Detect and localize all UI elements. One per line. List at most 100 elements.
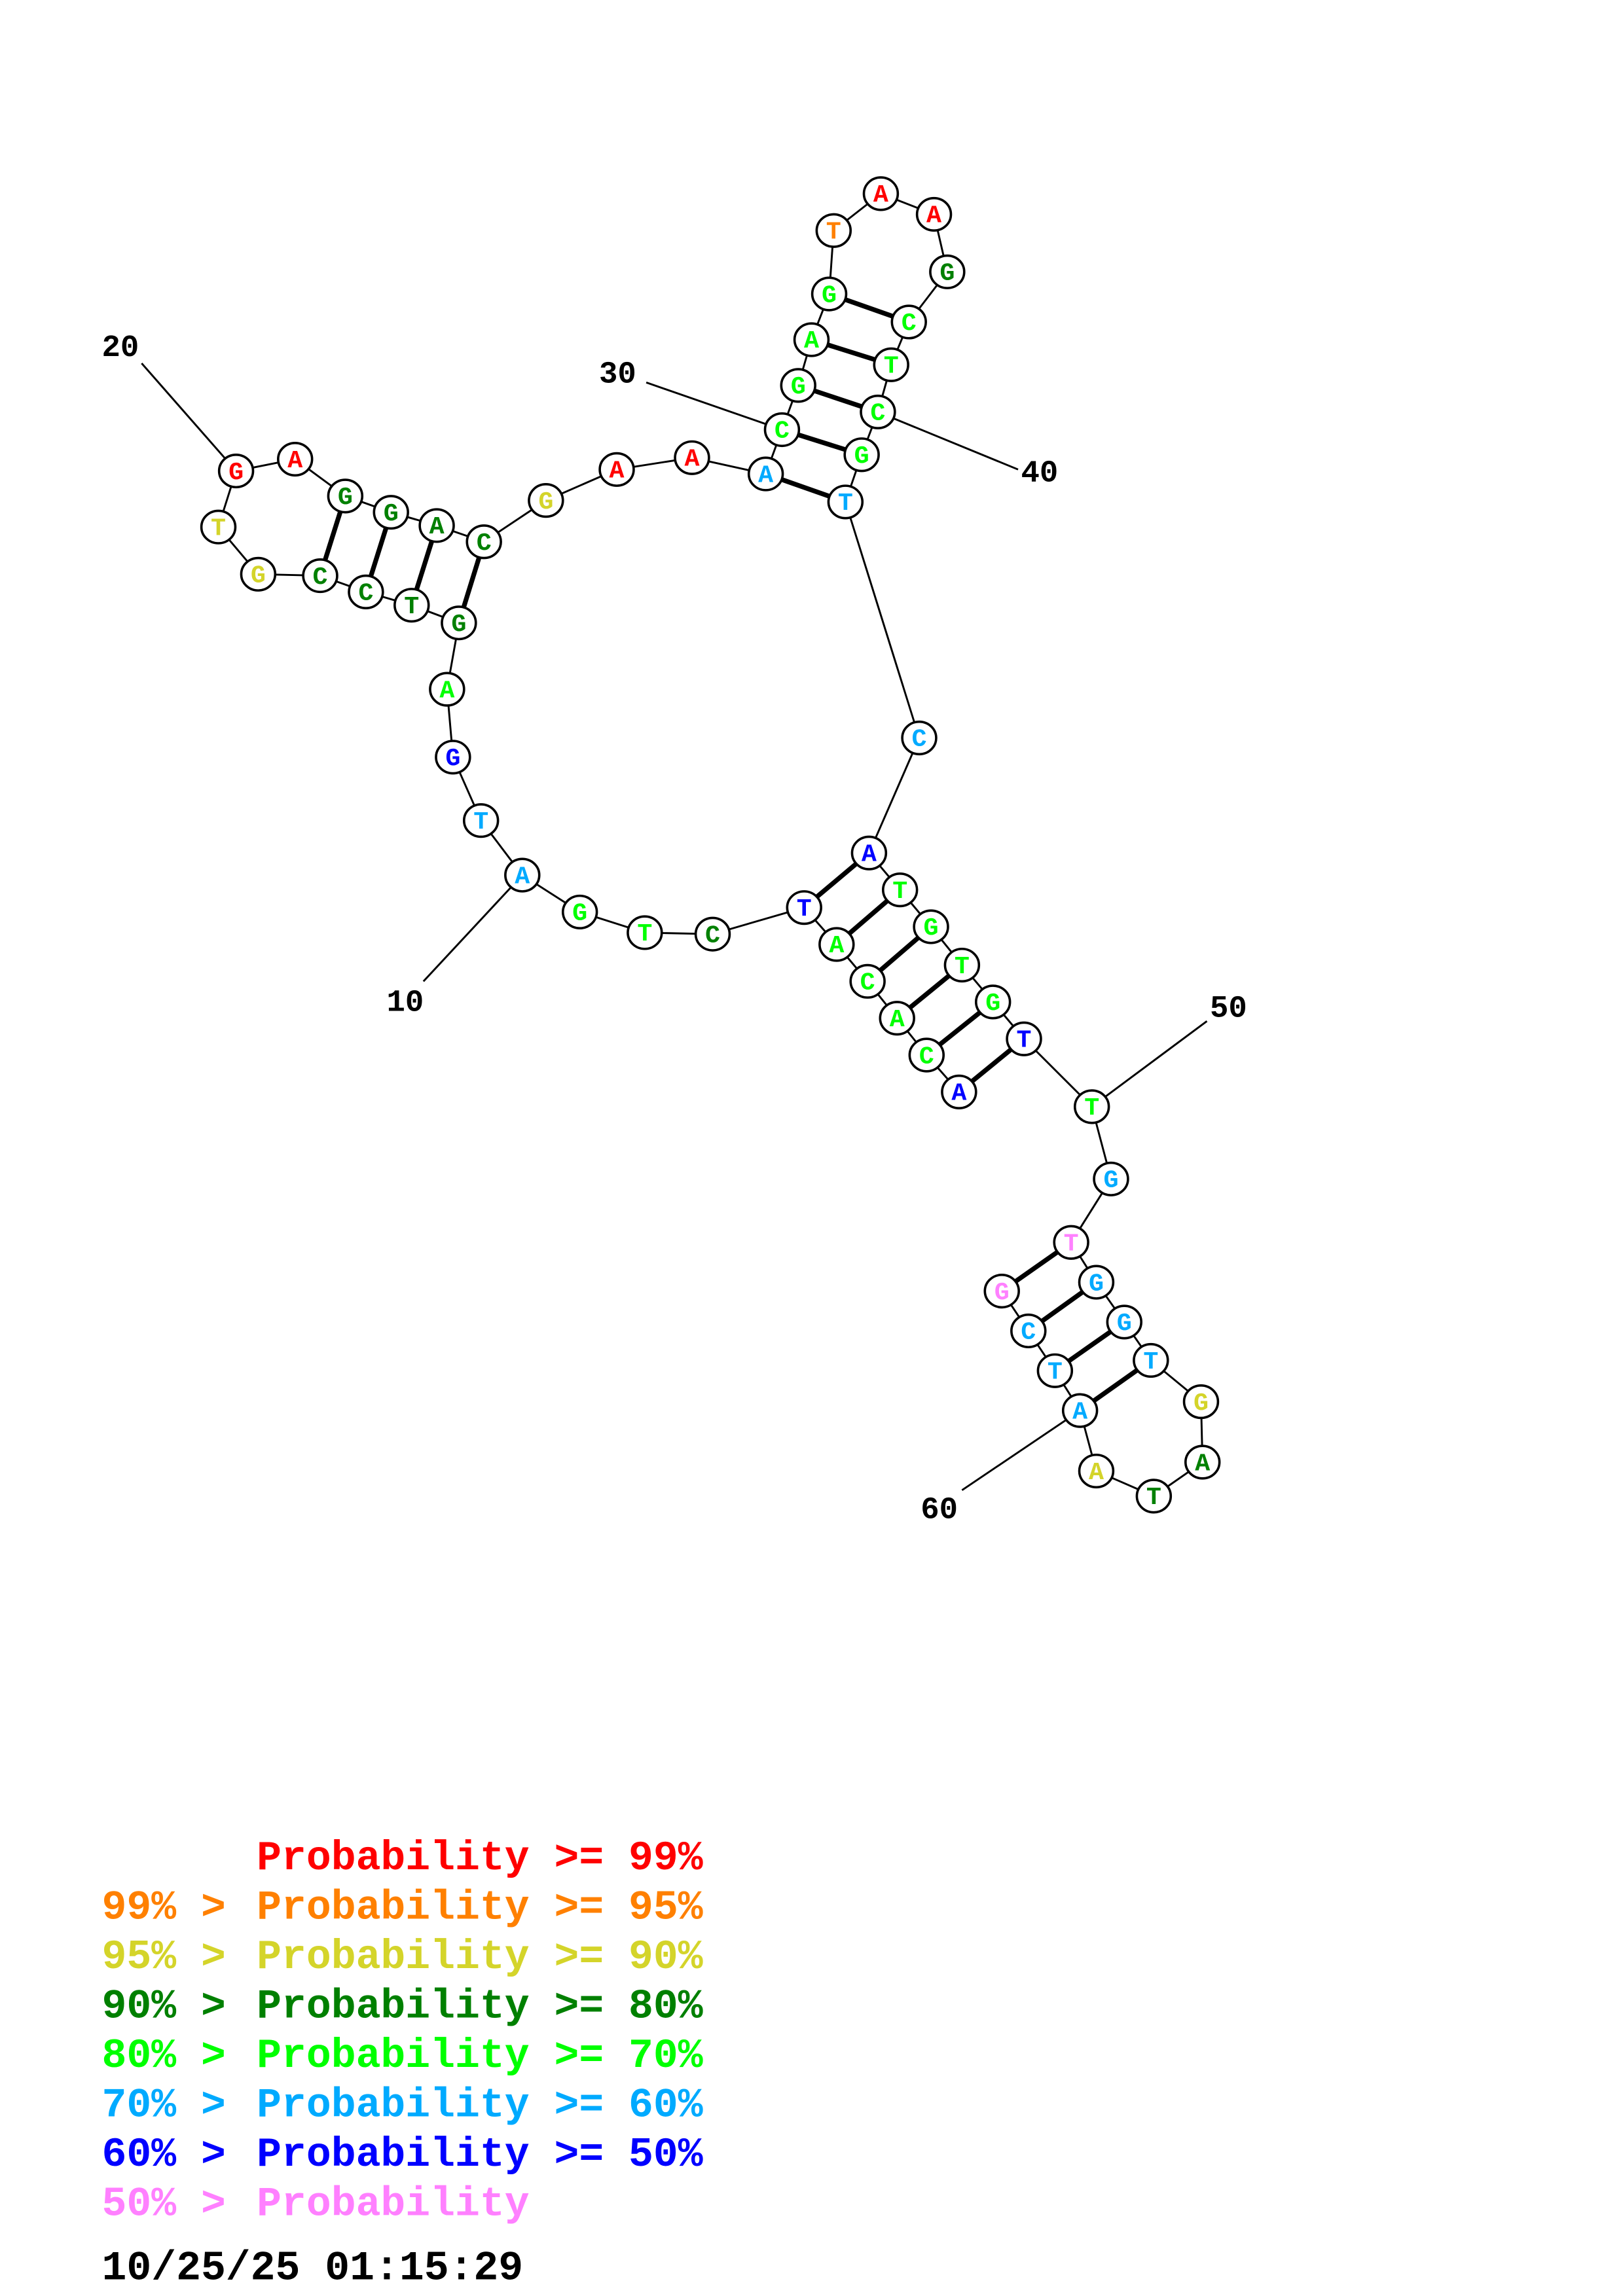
nucleotide: C <box>763 412 801 448</box>
nucleotide-base: G <box>1194 1389 1209 1418</box>
nucleotide-circle <box>1061 1393 1099 1428</box>
nucleotide-base: G <box>572 899 587 928</box>
nucleotide-base: A <box>1089 1458 1104 1487</box>
position-tick <box>422 874 523 982</box>
nucleotide-base: A <box>515 862 530 891</box>
position-label: 30 <box>599 357 636 392</box>
nucleotide-circle <box>827 484 864 520</box>
legend-prefix: 95% > <box>102 1933 251 1981</box>
nucleotide-base: C <box>919 1042 934 1071</box>
nucleotide: C <box>694 916 731 952</box>
nucleotide: G <box>843 437 880 473</box>
nucleotide: T <box>786 890 822 925</box>
nucleotide-circle <box>1006 1021 1042 1056</box>
position-label: 20 <box>102 331 139 366</box>
nucleotide: C <box>849 963 886 999</box>
nucleotide-circle <box>786 890 822 925</box>
nucleotide-circle <box>793 322 830 357</box>
nucleotide: T <box>1006 1021 1042 1056</box>
nucleotide: G <box>913 909 949 944</box>
nucleotide-circle <box>1133 1342 1169 1378</box>
nucleotide-base: A <box>804 327 819 355</box>
nucleotide: G <box>929 254 966 289</box>
nucleotide: G <box>983 1274 1020 1309</box>
nucleotide: C <box>348 574 384 609</box>
nucleotide-circle <box>373 495 409 530</box>
nucleotide-circle <box>504 857 541 893</box>
nucleotide-base: C <box>912 725 927 754</box>
timestamp: 10/25/25 01:15:29 <box>102 2245 524 2292</box>
nucleotide: A <box>747 456 784 492</box>
nucleotide-circle <box>983 1274 1020 1309</box>
legend-label: Probability >= 60% <box>257 2082 703 2129</box>
nucleotide-circle <box>780 368 816 403</box>
nucleotide-base: C <box>705 921 720 950</box>
nucleotide-circle <box>435 740 471 775</box>
position-tick <box>141 363 237 472</box>
legend-prefix: 70% > <box>102 2082 251 2129</box>
nucleotide: G <box>441 605 477 641</box>
nucleotide: G <box>435 740 471 775</box>
nucleotide-base: A <box>873 181 888 209</box>
nucleotide-base: G <box>1117 1309 1132 1338</box>
nucleotide-base: A <box>890 1005 905 1034</box>
nucleotide-base: A <box>610 457 625 486</box>
nucleotide-circle <box>913 909 949 944</box>
nucleotide-circle <box>811 276 848 312</box>
nucleotide: C <box>860 394 896 430</box>
nucleotide: C <box>901 720 938 756</box>
nucleotide-base: T <box>1143 1348 1158 1376</box>
nucleotide-circle <box>217 453 255 489</box>
nucleotide: G <box>974 984 1012 1020</box>
nucleotide-base: G <box>822 281 837 310</box>
legend-prefix: 80% > <box>102 2032 251 2079</box>
nucleotide-circle <box>860 394 896 430</box>
nucleotide-base: A <box>926 202 941 230</box>
nucleotide-base: C <box>860 969 875 997</box>
nucleotide: C <box>908 1037 945 1073</box>
nucleotide-circle <box>627 915 663 950</box>
nucleotide: C <box>465 524 502 560</box>
nucleotide-circle <box>1135 1479 1173 1514</box>
nucleotide: A <box>818 927 855 962</box>
nucleotide-circle <box>1078 1453 1115 1489</box>
nucleotide-base: A <box>758 461 773 490</box>
nucleotide: T <box>627 915 663 950</box>
nucleotide-circle <box>850 835 888 870</box>
nucleotide-base: C <box>477 529 492 558</box>
nucleotide: A <box>277 441 314 477</box>
nucleotide: A <box>879 1001 915 1036</box>
nucleotide: A <box>850 835 888 870</box>
nucleotide: G <box>373 495 409 530</box>
nucleotide-circle <box>929 254 966 289</box>
legend-prefix: 90% > <box>102 1983 251 2030</box>
nucleotide-circle <box>1073 1089 1110 1124</box>
nucleotide-circle <box>674 440 710 475</box>
nucleotide-base: G <box>985 989 1000 1018</box>
nucleotide-circle <box>200 509 237 545</box>
nucleotide-base: T <box>884 352 899 381</box>
probability-legend: Probability >= 99%99% > Probability >= 9… <box>102 1835 703 2227</box>
nucleotide-base: T <box>797 895 812 924</box>
nucleotide-base: C <box>902 309 917 338</box>
nucleotide-base: G <box>791 372 806 401</box>
nucleotide: A <box>429 672 465 707</box>
nucleotide-base: G <box>451 610 466 639</box>
nucleotide-base: A <box>862 840 877 869</box>
nucleotide: A <box>862 176 900 211</box>
nucleotide-base: C <box>1021 1318 1036 1347</box>
nucleotide: T <box>200 509 237 545</box>
nucleotide-circle <box>348 574 384 609</box>
legend-prefix: 99% > <box>102 1884 251 1931</box>
nucleotide: T <box>881 872 919 908</box>
nucleotide-base: T <box>1064 1229 1079 1258</box>
nucleotide: C <box>1010 1313 1047 1349</box>
nucleotide-circle <box>429 672 465 707</box>
nucleotide-base: T <box>838 489 853 518</box>
nucleotide: A <box>1061 1393 1099 1428</box>
nucleotide-circle <box>974 984 1012 1020</box>
nucleotide: G <box>811 276 848 312</box>
nucleotide-circle <box>598 452 635 487</box>
nucleotide: T <box>1133 1342 1169 1378</box>
